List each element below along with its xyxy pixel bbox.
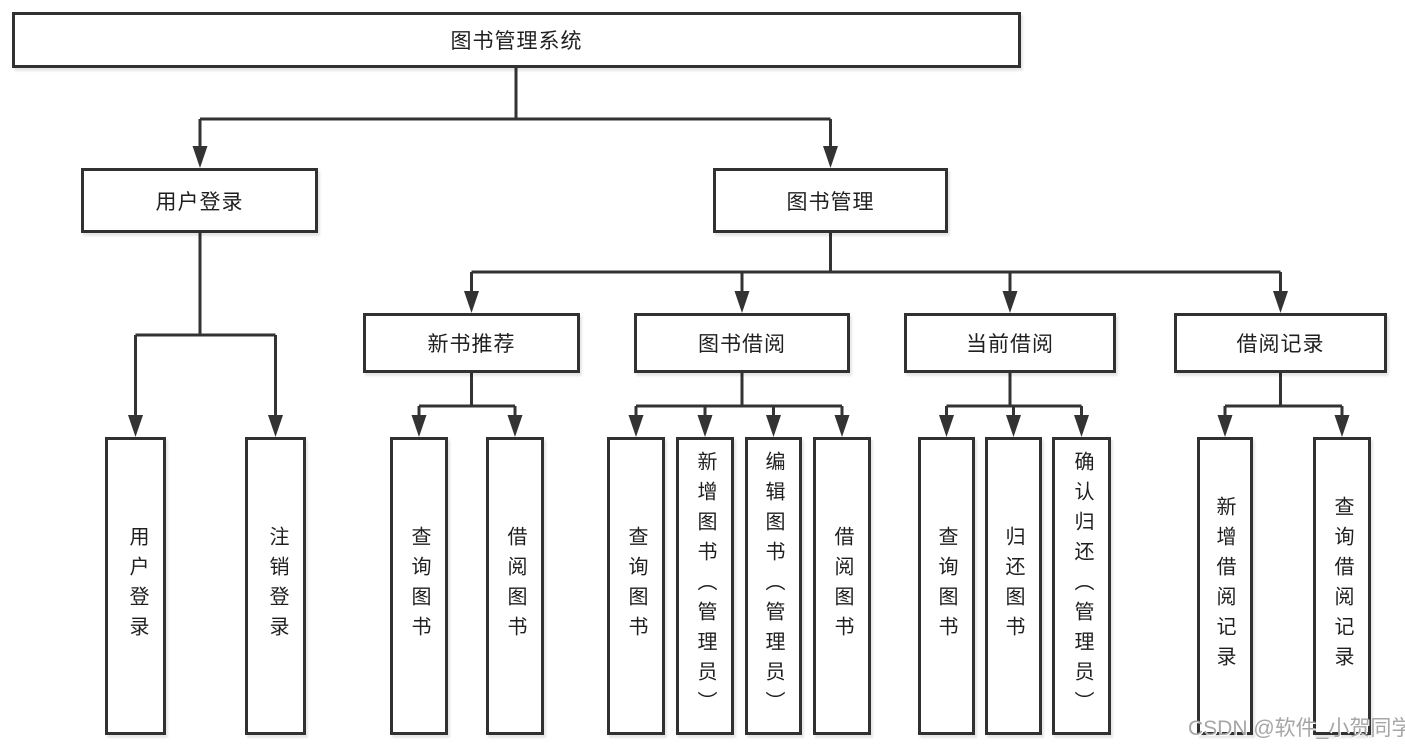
node-book-borrow: 图书借阅: [634, 313, 850, 373]
node-library-management-system: 图书管理系统: [12, 12, 1021, 68]
leaf-records-add-borrow-record: 新增借阅记录: [1197, 437, 1253, 735]
node-current-borrow: 当前借阅: [904, 313, 1116, 373]
leaf-newbook-borrow-books: 借阅图书: [486, 437, 544, 735]
leaf-newbook-query-books: 查询图书: [390, 437, 448, 735]
leaf-current-query-books: 查询图书: [918, 437, 975, 735]
leaf-user-login: 用户登录: [105, 437, 166, 735]
node-borrow-records: 借阅记录: [1174, 313, 1387, 373]
node-new-book-recommend: 新书推荐: [363, 313, 580, 373]
leaf-current-confirm-return-admin: 确认归还（管理员）: [1052, 437, 1111, 735]
leaf-logout: 注销登录: [245, 437, 306, 735]
node-book-management: 图书管理: [713, 168, 948, 233]
leaf-current-return-books: 归还图书: [985, 437, 1042, 735]
leaf-borrow-query-books: 查询图书: [607, 437, 665, 735]
leaf-borrow-edit-books-admin: 编辑图书（管理员）: [745, 437, 802, 735]
leaf-borrow-borrow-books: 借阅图书: [813, 437, 871, 735]
node-user-login: 用户登录: [81, 168, 318, 233]
leaf-records-query-borrow-record: 查询借阅记录: [1313, 437, 1371, 735]
csdn-watermark: CSDN @软件_小贺同学: [1188, 717, 1405, 740]
leaf-borrow-add-books-admin: 新增图书（管理员）: [676, 437, 734, 735]
arrowheads: [128, 146, 1350, 437]
